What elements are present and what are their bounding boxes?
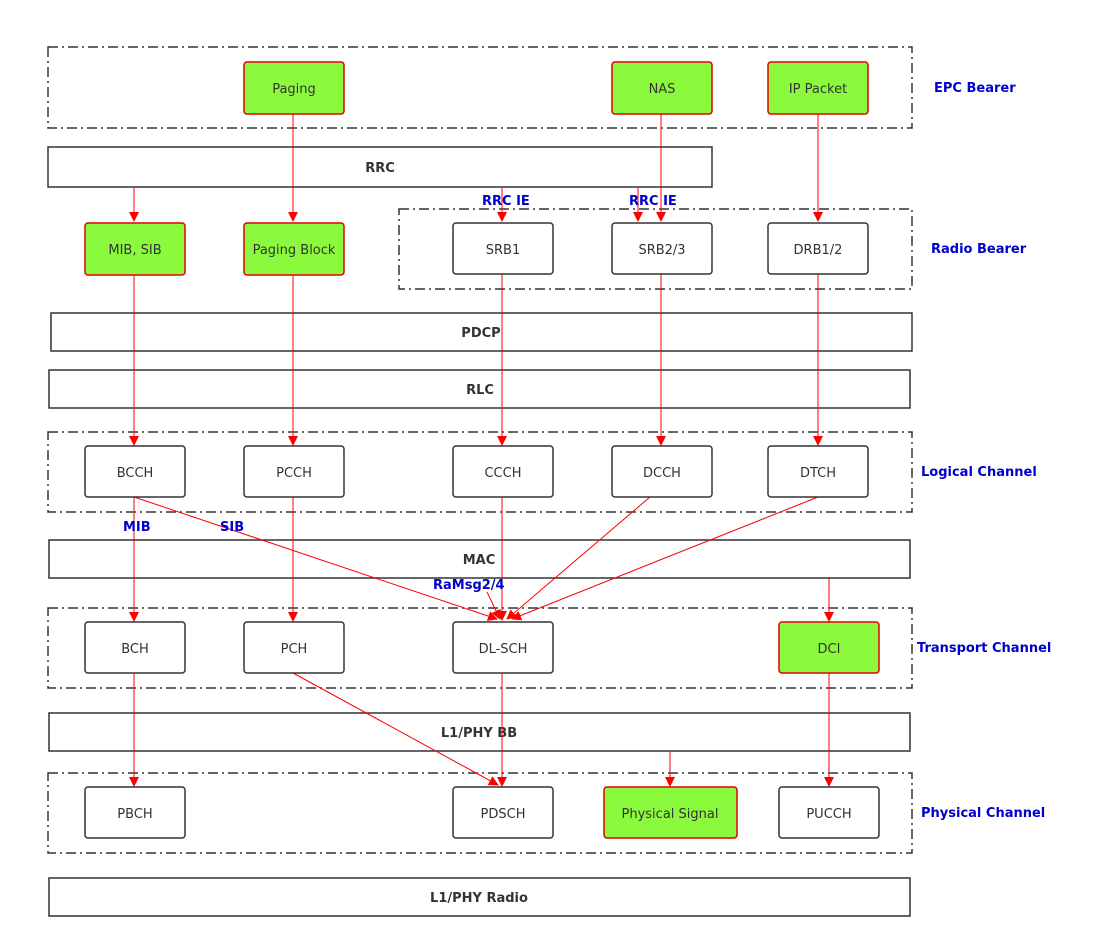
node-bcch-label: BCCH xyxy=(117,466,154,481)
node-srb1-label: SRB1 xyxy=(486,243,520,258)
arrow-ramsg-to-dl-sch xyxy=(486,591,501,620)
node-pdsch-label: PDSCH xyxy=(481,807,526,822)
node-dtch-label: DTCH xyxy=(800,466,836,481)
annotation-mib: MIB xyxy=(123,520,151,535)
layer-rrc: RRC xyxy=(47,146,713,188)
node-paging: Paging xyxy=(243,61,345,115)
group-label-logical-channel: Logical Channel xyxy=(921,465,1037,480)
arrow-pch-to-pdsch xyxy=(292,672,499,786)
node-srb2-3-label: SRB2/3 xyxy=(638,243,685,258)
arrow-dcch-to-dl-sch xyxy=(506,496,651,620)
node-pdsch: PDSCH xyxy=(452,786,554,839)
layer-pdcp: PDCP xyxy=(50,312,913,352)
annotation-rrc-ie-2: RRC IE xyxy=(629,194,677,209)
node-paging-label: Paging xyxy=(272,82,316,97)
node-physical-signal-label: Physical Signal xyxy=(622,807,719,822)
layer-l1-phy-radio-label: L1/PHY Radio xyxy=(430,891,528,906)
node-bch: BCH xyxy=(84,621,186,674)
node-pcch-label: PCCH xyxy=(276,466,312,481)
node-pbch-label: PBCH xyxy=(117,807,152,822)
physical-channel-group xyxy=(47,772,913,854)
node-ccch: CCCH xyxy=(452,445,554,498)
node-pcch: PCCH xyxy=(243,445,345,498)
node-drb1-2-label: DRB1/2 xyxy=(794,243,843,258)
node-dtch: DTCH xyxy=(767,445,869,498)
node-srb1: SRB1 xyxy=(452,222,554,275)
node-dci: DCI xyxy=(778,621,880,674)
node-bch-label: BCH xyxy=(121,642,149,657)
node-mib-sib: MIB, SIB xyxy=(84,222,186,276)
layer-l1-phy-radio: L1/PHY Radio xyxy=(48,877,911,917)
node-dl-sch-label: DL-SCH xyxy=(479,642,528,657)
group-label-transport-channel: Transport Channel xyxy=(917,641,1051,656)
node-dcch: DCCH xyxy=(611,445,713,498)
logical-channel-group xyxy=(47,431,913,513)
transport-channel-group xyxy=(47,607,913,689)
node-bcch: BCCH xyxy=(84,445,186,498)
layer-rlc-label: RLC xyxy=(466,383,494,398)
node-ip-packet-label: IP Packet xyxy=(789,82,847,97)
epc-bearer-group xyxy=(47,46,913,129)
node-ccch-label: CCCH xyxy=(484,466,521,481)
layer-l1-phy-bb: L1/PHY BB xyxy=(48,712,911,752)
arrows xyxy=(129,114,834,787)
annotation-rrc-ie-1: RRC IE xyxy=(482,194,530,209)
node-nas: NAS xyxy=(611,61,713,115)
node-dl-sch: DL-SCH xyxy=(452,621,554,674)
node-mib-sib-label: MIB, SIB xyxy=(108,243,161,258)
node-drb1-2: DRB1/2 xyxy=(767,222,869,275)
layer-rlc: RLC xyxy=(48,369,911,409)
node-paging-block-label: Paging Block xyxy=(253,243,336,258)
layer-rrc-label: RRC xyxy=(365,161,395,176)
group-label-physical-channel: Physical Channel xyxy=(921,806,1045,821)
layer-mac: MAC xyxy=(48,539,911,579)
layer-pdcp-label: PDCP xyxy=(461,326,500,341)
node-dci-label: DCI xyxy=(818,642,841,657)
node-pch-label: PCH xyxy=(281,642,308,657)
arrow-bcch-to-dl-sch xyxy=(133,496,498,621)
node-pucch: PUCCH xyxy=(778,786,880,839)
annotation-ramsg: RaMsg2/4 xyxy=(433,578,505,593)
layer-l1-phy-bb-label: L1/PHY BB xyxy=(441,726,517,741)
layer-mac-label: MAC xyxy=(463,553,496,568)
node-pucch-label: PUCCH xyxy=(806,807,851,822)
node-paging-block: Paging Block xyxy=(243,222,345,276)
arrow-dtch-to-dl-sch xyxy=(511,496,819,621)
node-srb2-3: SRB2/3 xyxy=(611,222,713,275)
node-pbch: PBCH xyxy=(84,786,186,839)
node-physical-signal: Physical Signal xyxy=(603,786,738,839)
annotation-sib: SIB xyxy=(220,520,244,535)
node-pch: PCH xyxy=(243,621,345,674)
group-label-epc-bearer: EPC Bearer xyxy=(934,81,1016,96)
radio-bearer-group xyxy=(398,208,913,290)
node-ip-packet: IP Packet xyxy=(767,61,869,115)
node-nas-label: NAS xyxy=(649,82,676,97)
group-containers xyxy=(47,46,913,854)
group-label-radio-bearer: Radio Bearer xyxy=(931,242,1027,257)
node-dcch-label: DCCH xyxy=(643,466,681,481)
